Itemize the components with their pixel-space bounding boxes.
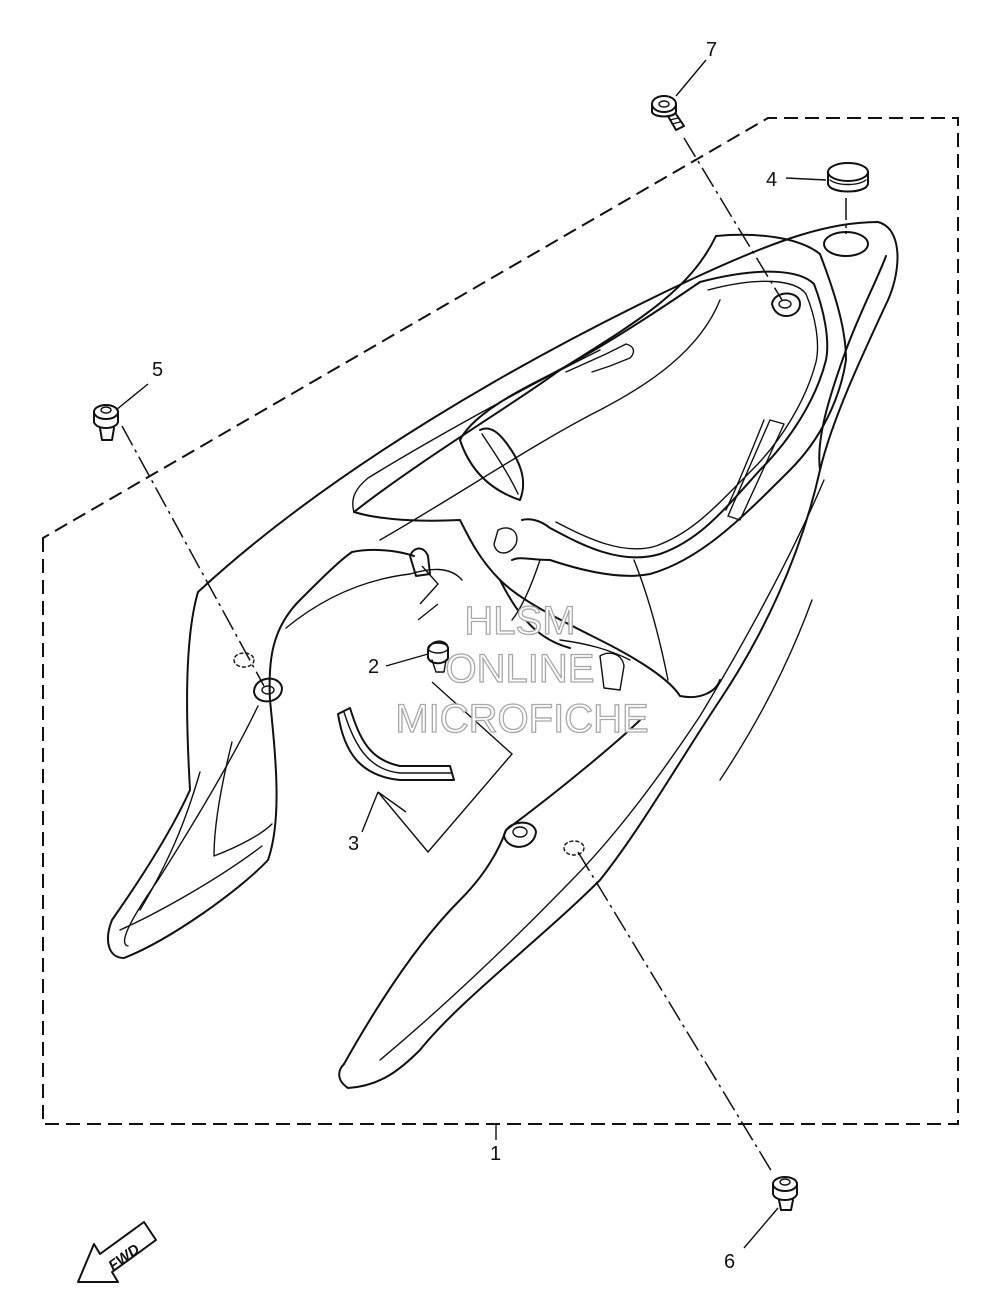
- screw-part-5: [93, 404, 119, 441]
- watermark: HLSM ONLINE MICROFICHE: [395, 598, 650, 741]
- bolt-part-7: [651, 95, 685, 131]
- leader-2-bracket-b: [417, 603, 439, 621]
- screw-part-6: [772, 1176, 798, 1211]
- watermark-line-1: HLSM: [464, 599, 575, 643]
- callout-4: 4: [766, 169, 777, 191]
- watermark-line-3: MICROFICHE: [395, 697, 648, 741]
- cap-part-4: [827, 162, 869, 193]
- seat-cowl-part: [107, 221, 899, 1089]
- assembly-boundary: [42, 117, 959, 1125]
- callout-1: 1: [490, 1143, 501, 1165]
- callout-7: 7: [706, 39, 717, 61]
- cushion-strip-part: [337, 681, 513, 854]
- forward-arrow-icon: FWD: [77, 1221, 157, 1283]
- callout-2: 2: [368, 656, 379, 678]
- watermark-line-2: ONLINE: [446, 647, 595, 691]
- callout-leaders: [115, 59, 827, 1249]
- callout-3: 3: [348, 833, 359, 855]
- alignment-lines: [121, 137, 847, 1173]
- callout-6: 6: [724, 1251, 735, 1273]
- callout-5: 5: [152, 359, 163, 381]
- leader-2-bracket: [419, 565, 439, 605]
- grommet-part-2: [427, 640, 449, 673]
